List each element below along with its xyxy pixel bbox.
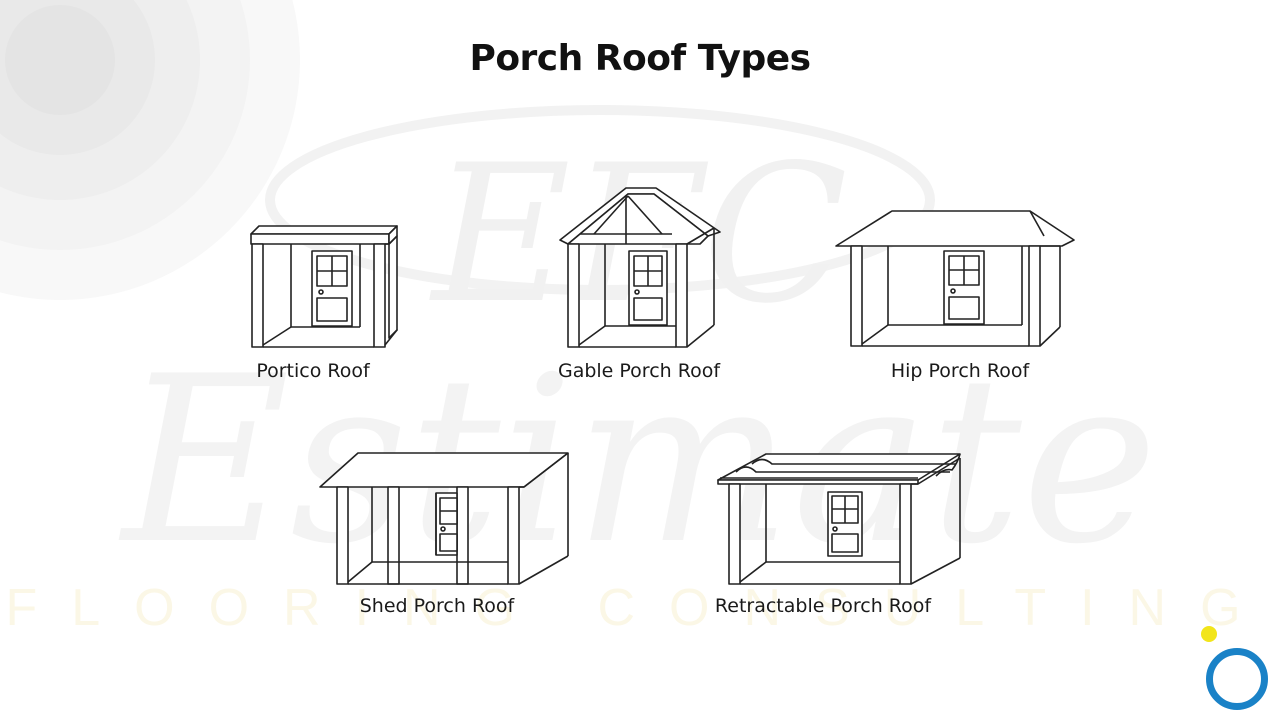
retractable-porch-illustration: [717, 453, 961, 585]
caption-gable-porch-roof: Gable Porch Roof: [557, 360, 721, 382]
caption-portico-roof: Portico Roof: [256, 360, 370, 382]
yellow-dot-decoration: [1201, 626, 1217, 642]
caption-hip-porch-roof: Hip Porch Roof: [890, 360, 1030, 382]
hip-porch-illustration: [835, 210, 1075, 347]
watermark-tagline: FLOORING CONSULTING: [5, 579, 1274, 637]
page-title: Porch Roof Types: [469, 38, 811, 79]
gable-porch-illustration: [559, 187, 721, 348]
watermark-word: Estimate: [118, 328, 1158, 595]
blue-ring-decoration: [1206, 648, 1268, 710]
portico-porch-illustration: [250, 225, 398, 348]
background-rings-decoration: [0, 0, 300, 300]
caption-retractable-porch-roof: Retractable Porch Roof: [714, 595, 932, 617]
shed-porch-illustration: [319, 452, 569, 585]
caption-shed-porch-roof: Shed Porch Roof: [359, 595, 515, 617]
